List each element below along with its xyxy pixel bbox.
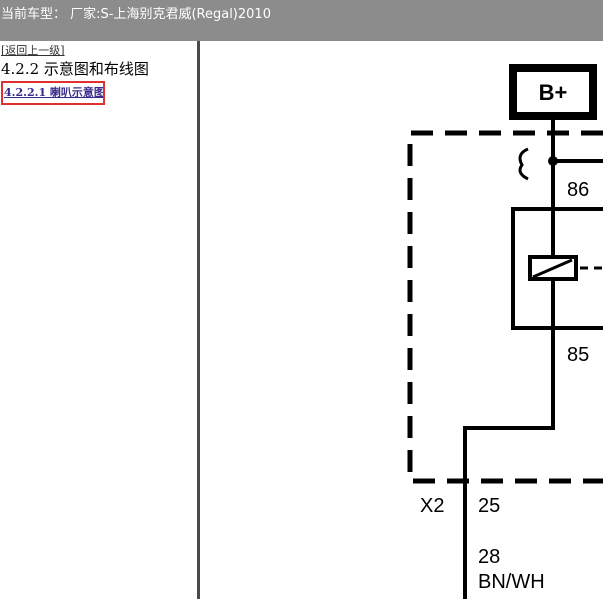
horn-schematic-link[interactable]: 4.2.2.1 喇叭示意图 <box>1 81 105 105</box>
schematic-diagram: B+ 86 85 X2 25 28 BN/WH <box>200 41 603 599</box>
power-label: B+ <box>539 80 568 105</box>
back-link[interactable]: [返回上一级] <box>1 44 65 57</box>
splice-dot <box>548 156 558 166</box>
relay-pin-86: 86 <box>567 179 589 201</box>
pane-divider[interactable] <box>197 41 200 599</box>
title-bar: 当前车型： 厂家:S-上海别克君威(Regal)2010 <box>0 0 603 41</box>
relay-pin-85: 85 <box>567 344 589 366</box>
window-title: 当前车型： 厂家:S-上海别克君威(Regal)2010 <box>1 7 271 22</box>
wire-break-icon <box>518 147 529 181</box>
navigation-pane: [返回上一级] 4.2.2 示意图和布线图 4.2.2.1 喇叭示意图 <box>0 41 197 599</box>
wire-number: 28 <box>478 546 500 568</box>
schematic-svg: B+ 86 85 X2 25 28 BN/WH <box>407 64 603 599</box>
connector-pin: 25 <box>478 495 500 517</box>
relay-box <box>511 207 603 330</box>
ground-wire <box>463 328 555 599</box>
connector-label: X2 <box>420 495 444 517</box>
section-title: 4.2.2 示意图和布线图 <box>1 60 149 78</box>
wire-color: BN/WH <box>478 571 545 593</box>
coil-diagonal <box>532 258 573 279</box>
